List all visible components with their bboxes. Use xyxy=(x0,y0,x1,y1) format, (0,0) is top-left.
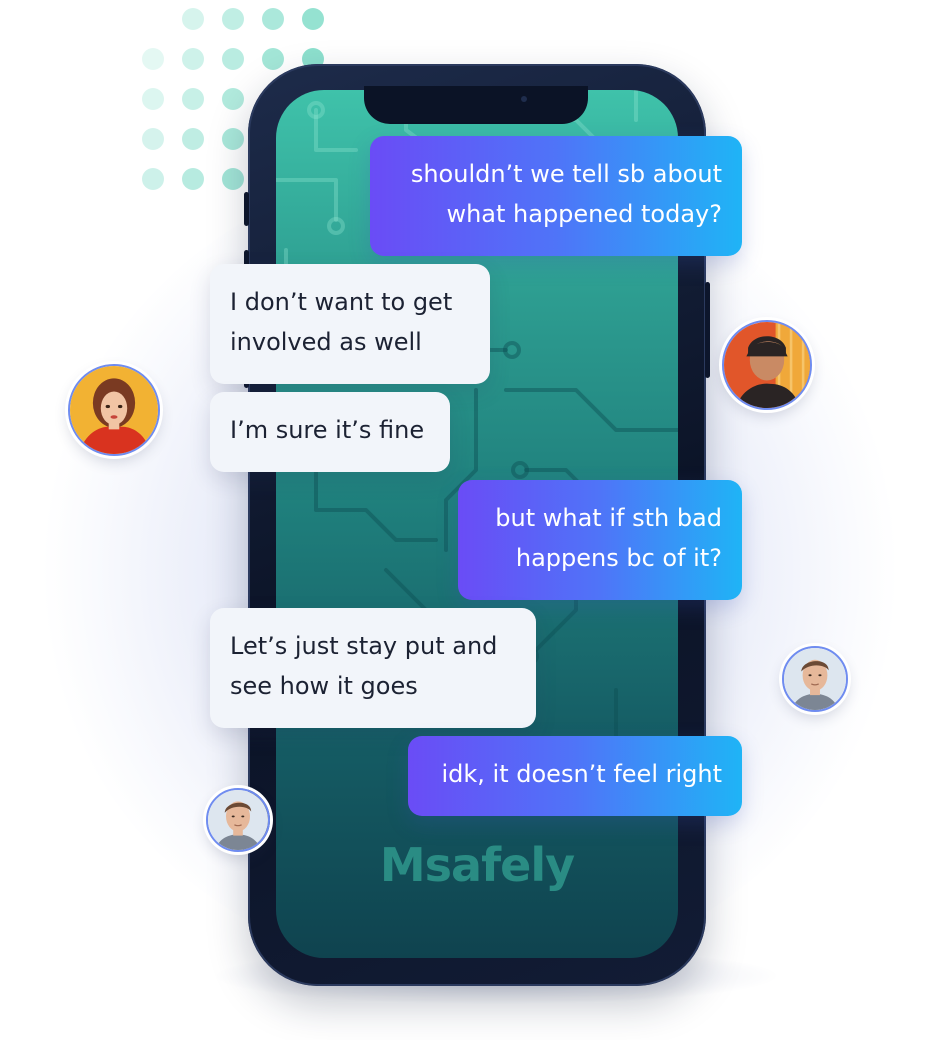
decorative-dot xyxy=(262,48,284,70)
avatar-woman-red-top-icon xyxy=(68,364,160,456)
decorative-dot xyxy=(142,128,164,150)
decorative-dot xyxy=(182,88,204,110)
decorative-dot xyxy=(142,48,164,70)
decorative-dot xyxy=(182,128,204,150)
chat-message-outgoing: idk, it doesn’t feel right xyxy=(408,736,742,816)
message-line: but what if sth bad xyxy=(495,504,722,532)
decorative-dot xyxy=(262,8,284,30)
decorative-dot xyxy=(142,88,164,110)
decorative-dot xyxy=(182,168,204,190)
avatar-man-cap-back-icon xyxy=(722,320,812,410)
message-line: Let’s just stay put and xyxy=(230,632,498,660)
phone-notch xyxy=(364,86,588,124)
chat-message-incoming: Let’s just stay put and see how it goes xyxy=(210,608,536,728)
chat-message-incoming: I’m sure it’s fine xyxy=(210,392,450,472)
message-line: I’m sure it’s fine xyxy=(230,416,425,444)
phone-side-button xyxy=(244,192,249,226)
message-line: happens bc of it? xyxy=(515,544,722,572)
front-camera-icon xyxy=(521,96,527,102)
message-line: involved as well xyxy=(230,328,422,356)
chat-message-outgoing: shouldn’t we tell sb about what happened… xyxy=(370,136,742,256)
avatar-man-portrait-icon xyxy=(206,788,270,852)
phone-power-button xyxy=(705,282,710,378)
brand-logo-text: Msafely xyxy=(379,838,575,892)
avatar-man-portrait-icon xyxy=(782,646,848,712)
decorative-dot xyxy=(302,8,324,30)
message-line: idk, it doesn’t feel right xyxy=(441,760,723,788)
decorative-dot xyxy=(182,48,204,70)
decorative-dot xyxy=(222,48,244,70)
chat-message-incoming: I don’t want to get involved as well xyxy=(210,264,490,384)
decorative-dot xyxy=(142,168,164,190)
decorative-dot xyxy=(182,8,204,30)
chat-message-outgoing: but what if sth bad happens bc of it? xyxy=(458,480,742,600)
message-line: what happened today? xyxy=(446,200,722,228)
message-line: shouldn’t we tell sb about xyxy=(410,160,722,188)
decorative-dot xyxy=(222,128,244,150)
message-line: I don’t want to get xyxy=(230,288,453,316)
decorative-dot xyxy=(222,88,244,110)
decorative-dot xyxy=(222,8,244,30)
decorative-dot xyxy=(222,168,244,190)
message-line: see how it goes xyxy=(230,672,418,700)
